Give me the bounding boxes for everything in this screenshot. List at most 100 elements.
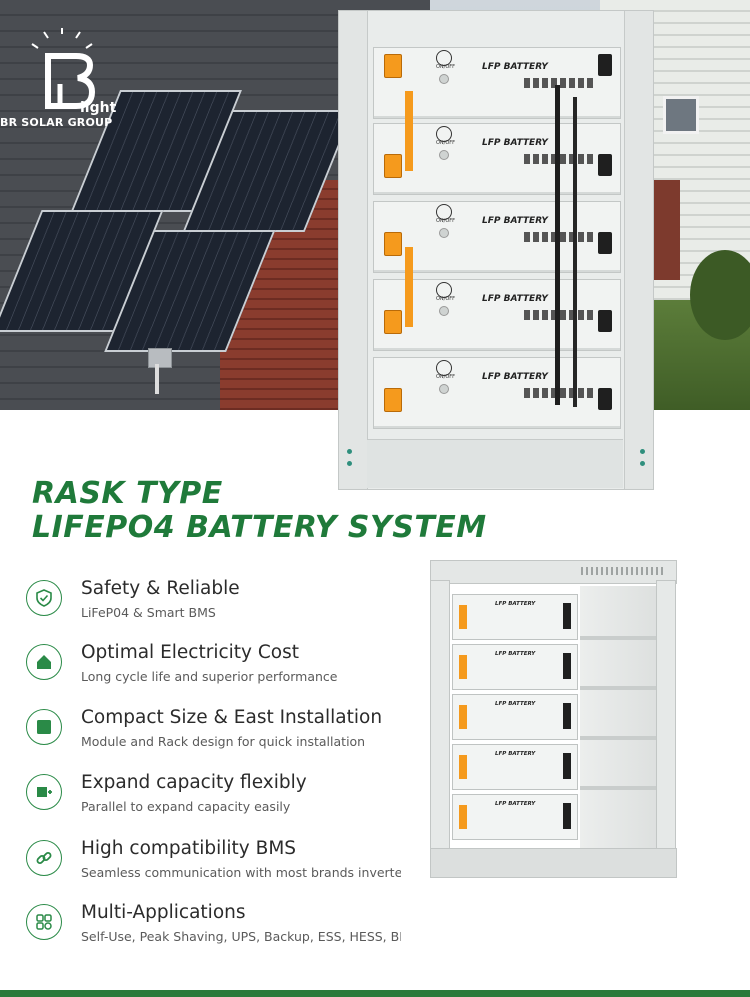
module-logo-icon	[436, 282, 452, 298]
parallel-bus-cable	[555, 85, 560, 405]
onoff-label: ON/OFF	[436, 218, 456, 224]
module-label: LFP BATTERY	[482, 372, 548, 382]
cabinet-base	[367, 439, 623, 488]
positive-terminal	[384, 388, 402, 412]
battery-module: LFP BATTERY ON/OFF	[373, 123, 621, 195]
module-label: LFP BATTERY	[482, 294, 548, 304]
negative-terminal	[598, 54, 612, 76]
power-button	[439, 74, 449, 84]
rack-bottom	[430, 848, 677, 878]
power-button	[439, 150, 449, 160]
onoff-label: ON/OFF	[436, 296, 456, 302]
module-logo-icon	[436, 50, 452, 66]
battery-module: LFP BATTERY ON/OFF	[373, 201, 621, 273]
feature-title: Compact Size & East Installation	[81, 707, 383, 728]
negative-terminal	[563, 603, 571, 629]
junction-box	[148, 348, 172, 368]
module-label: LFP BATTERY	[495, 651, 536, 657]
conduit-cable	[155, 364, 159, 394]
feature-title: High compatibility BMS	[81, 838, 297, 859]
rack-shelf	[580, 736, 662, 740]
parallel-bus-cable	[573, 97, 577, 407]
power-button	[439, 306, 449, 316]
logo-word: light	[80, 100, 117, 116]
negative-terminal	[598, 154, 612, 176]
feature-title: Optimal Electricity Cost	[81, 642, 299, 663]
cabinet-bolt	[347, 461, 352, 466]
orange-link-cable	[405, 247, 413, 327]
power-button	[439, 384, 449, 394]
feature-desc: Parallel to expand capacity easily	[81, 799, 291, 814]
module-label: LFP BATTERY	[482, 216, 548, 226]
rack-shelf	[580, 636, 662, 640]
negative-terminal	[598, 232, 612, 254]
module-logo-icon	[436, 360, 452, 376]
rack-top	[430, 560, 677, 584]
orange-link-cable	[405, 91, 413, 171]
expand-icon	[26, 774, 62, 810]
rack-shelf	[580, 786, 662, 790]
module-label: LFP BATTERY	[482, 62, 548, 72]
rack-module: LFP BATTERY	[452, 694, 578, 740]
cabinet-frame-left	[339, 11, 368, 489]
battery-rack-perspective: LFP BATTERY LFP BATTERY LFP BATTERY LFP …	[430, 560, 677, 878]
onoff-label: ON/OFF	[436, 64, 456, 70]
apps-icon	[26, 904, 62, 940]
module-label: LFP BATTERY	[482, 138, 548, 148]
onoff-label: ON/OFF	[436, 140, 456, 146]
onoff-label: ON/OFF	[436, 374, 456, 380]
rack-post	[430, 580, 450, 872]
feature-item: Multi-Applications Self-Use, Peak Shavin…	[24, 902, 424, 960]
house-window	[663, 96, 699, 134]
positive-terminal	[459, 705, 467, 729]
feature-desc: Self-Use, Peak Shaving, UPS, Backup, ESS…	[81, 929, 401, 944]
module-label: LFP BATTERY	[495, 751, 536, 757]
feature-item: High compatibility BMS Seamless communic…	[24, 838, 424, 896]
tree	[690, 250, 750, 340]
feature-desc: Module and Rack design for quick install…	[81, 734, 366, 749]
module-logo-icon	[436, 126, 452, 142]
positive-terminal	[384, 310, 402, 334]
feature-desc: LiFeP04 & Smart BMS	[81, 605, 216, 620]
cabinet-bolt	[347, 449, 352, 454]
feature-desc: Seamless communication with most brands …	[81, 865, 401, 880]
module-label: LFP BATTERY	[495, 601, 536, 607]
brand-logo-icon	[31, 28, 96, 109]
shield-check-icon	[26, 580, 62, 616]
link-icon	[26, 840, 62, 876]
cabinet-frame-right	[624, 11, 653, 489]
rack-post	[656, 580, 676, 872]
negative-terminal	[598, 388, 612, 410]
comm-ports	[524, 78, 594, 88]
negative-terminal	[563, 703, 571, 729]
positive-terminal	[459, 755, 467, 779]
negative-terminal	[563, 653, 571, 679]
heading-line2: LIFEPO4 BATTERY SYSTEM	[32, 510, 487, 545]
feature-title: Multi-Applications	[81, 902, 246, 923]
rack-side-panel	[580, 586, 662, 848]
house-icon	[26, 644, 62, 680]
battery-module: LFP BATTERY ON/OFF	[373, 47, 621, 119]
positive-terminal	[384, 54, 402, 78]
positive-terminal	[459, 605, 467, 629]
battery-cabinet-front: LFP BATTERY ON/OFF LFP BATTERY ON/OFF LF…	[338, 10, 654, 490]
positive-terminal	[459, 805, 467, 829]
feature-item: Optimal Electricity Cost Long cycle life…	[24, 642, 424, 700]
footer-bar	[0, 990, 750, 997]
positive-terminal	[384, 232, 402, 256]
feature-desc: Long cycle life and superior performance	[81, 669, 338, 684]
feature-item: Compact Size & East Installation Module …	[24, 707, 424, 765]
positive-terminal	[384, 154, 402, 178]
module-label: LFP BATTERY	[495, 801, 536, 807]
module-label: LFP BATTERY	[495, 701, 536, 707]
heading-line1: RASK TYPE	[32, 476, 223, 511]
negative-terminal	[563, 803, 571, 829]
feature-item: Safety & Reliable LiFeP04 & Smart BMS	[24, 578, 424, 636]
negative-terminal	[563, 753, 571, 779]
cabinet-bolt	[640, 449, 645, 454]
feature-title: Expand capacity flexibly	[81, 772, 307, 793]
rack-module: LFP BATTERY	[452, 794, 578, 840]
feature-item: Expand capacity flexibly Parallel to exp…	[24, 772, 424, 830]
battery-module: LFP BATTERY ON/OFF	[373, 279, 621, 351]
negative-terminal	[598, 310, 612, 332]
